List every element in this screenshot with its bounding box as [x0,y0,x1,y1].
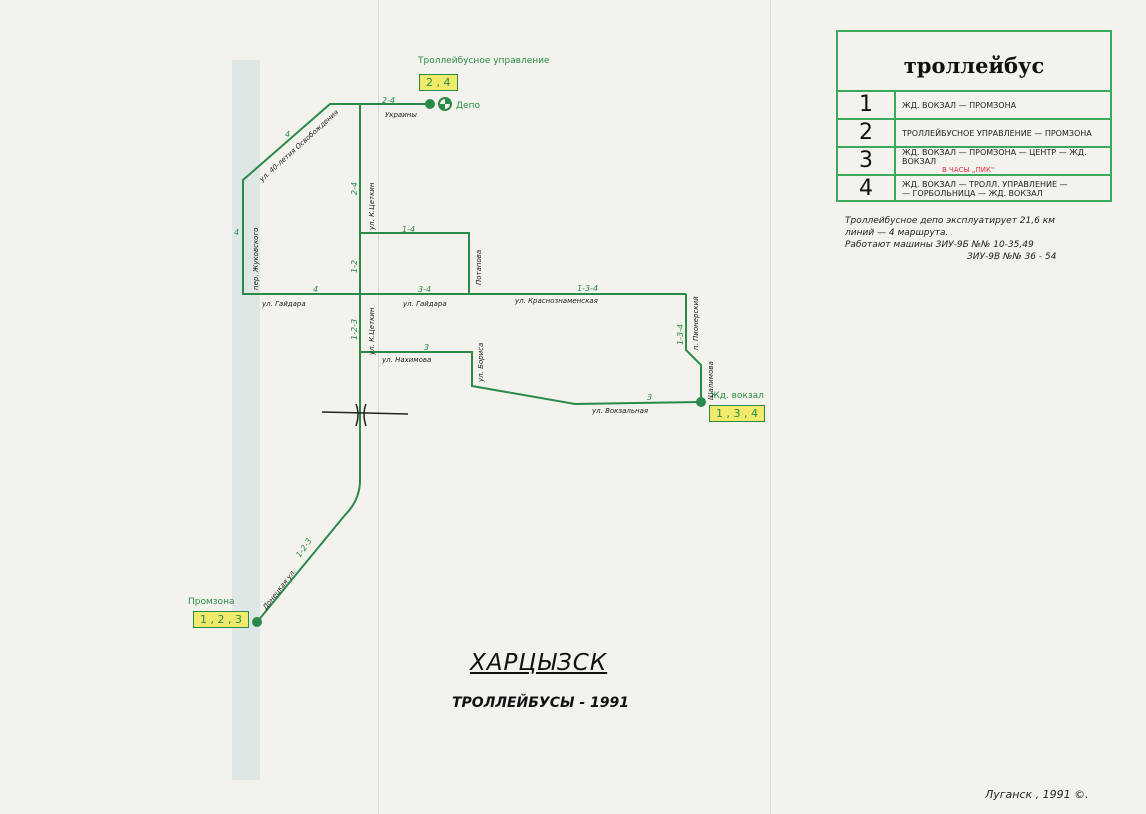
route-line-pioner [685,294,702,402]
route-line-loop-1-4 [360,232,470,294]
route-label: 1-3-4 [676,324,685,345]
street-borisa: ул. Бориса [477,343,485,383]
route-number: 4 [838,176,896,202]
legend-row: 4 ЖД. ВОКЗАЛ — ТРОЛЛ. УПРАВЛЕНИЕ —— ГОРБО… [838,176,1110,202]
route-number: 3 [838,148,896,174]
legend-title: троллейбус [838,32,1110,92]
route-desc: — ГОРБОЛЬНИЦА — ЖД. ВОКЗАЛ [902,189,1043,198]
legend-row: 3 ЖД. ВОКЗАЛ — ПРОМЗОНА — ЦЕНТР — ЖД. ВОК… [838,148,1110,176]
route-desc: ЖД. ВОКЗАЛ — ТРОЛЛ. УПРАВЛЕНИЕ — [902,180,1068,189]
route-desc: ТРОЛЛЕЙБУСНОЕ УПРАВЛЕНИЕ — ПРОМЗОНА [902,128,1092,138]
street-gaidara-2: ул. Гайдара [402,300,447,308]
promzona-stop-icon [252,617,262,627]
legend-row: 1 ЖД. ВОКЗАЛ — ПРОМЗОНА [838,92,1110,120]
map-subtitle: ТРОЛЛЕЙБУСЫ - 1991 [452,695,630,711]
credit: Луганск , 1991 ©. [985,788,1089,801]
street-gaidara: ул. Гайдара [261,300,306,308]
station-stop-icon [696,397,706,407]
street-zhukovsky: пер. Жуковского [252,228,260,290]
depot-info: Троллейбусное депо эксплуатирует 21,6 км… [845,216,1057,262]
depot-title: Троллейбусное управление [417,56,550,66]
bridge-mark [321,403,409,427]
station-label: Жд. вокзал [710,391,764,401]
route-legend: троллейбус 1 ЖД. ВОКЗАЛ — ПРОМЗОНА 2 ТРОЛЛ… [836,30,1112,202]
legend-row: 2 ТРОЛЛЕЙБУСНОЕ УПРАВЛЕНИЕ — ПРОМЗОНА [838,120,1110,148]
route-line-nakhimova [360,351,702,406]
route-label: 1-4 [402,225,415,234]
fold-line [770,0,771,814]
city-title: ХАРЦЫЗСК [470,650,608,676]
route-label: 3 [647,393,652,402]
route-label: 1-2 [350,260,359,273]
route-desc: ЖД. ВОКЗАЛ — ПРОМЗОНА [902,100,1017,110]
street-vokzal: ул. Вокзальная [591,407,648,415]
street-pioner: п. Пионерский [692,296,700,350]
route-label: 4 [234,228,239,237]
route-label: 4 [313,285,318,294]
depot-routes-badge: 2 , 4 [419,74,458,91]
river [232,60,260,780]
street-potapova: Потапова [475,250,483,285]
route-label: 3 [424,343,429,352]
fold-line [378,0,379,814]
street-nakhimova: ул. Нахимова [381,356,431,364]
route-label: 2-4 [350,182,359,195]
street-tsetkin: ул. К.Цеткин [368,182,376,231]
route-label: 1-2-3 [350,319,359,340]
depot-label: Депо [456,101,480,111]
street-ukrainy: Украины [385,111,417,119]
station-routes-badge: 1 , 3 , 4 [709,405,765,422]
street-tsetkin-2: ул. К.Цеткин [368,307,376,356]
route-number: 1 [838,92,896,118]
route-line-tsetkin [256,104,361,623]
promzona-routes-badge: 1 , 2 , 3 [193,611,249,628]
route-label: 4 [285,130,290,139]
route-label: 3-4 [418,285,431,294]
route-line-depot [242,103,430,295]
promzona-label: Промзона [188,597,234,607]
street-shalimova: Шалимова [707,361,715,400]
route-note: В ЧАСЫ „ПИК" [942,166,995,174]
street-krasnozn: ул. Краснознаменская [514,297,598,305]
street-donetsk: Донецкая ул. [261,568,298,612]
route-label: 1-3-4 [577,284,598,293]
route-desc: ЖД. ВОКЗАЛ — ПРОМЗОНА — ЦЕНТР — ЖД. ВОКЗ… [902,148,1087,166]
route-number: 2 [838,120,896,146]
route-label: 2-4 [382,96,395,105]
street-osvob: ул. 40-летия Освобождения [257,108,340,184]
depot-stop-icon [425,99,435,109]
